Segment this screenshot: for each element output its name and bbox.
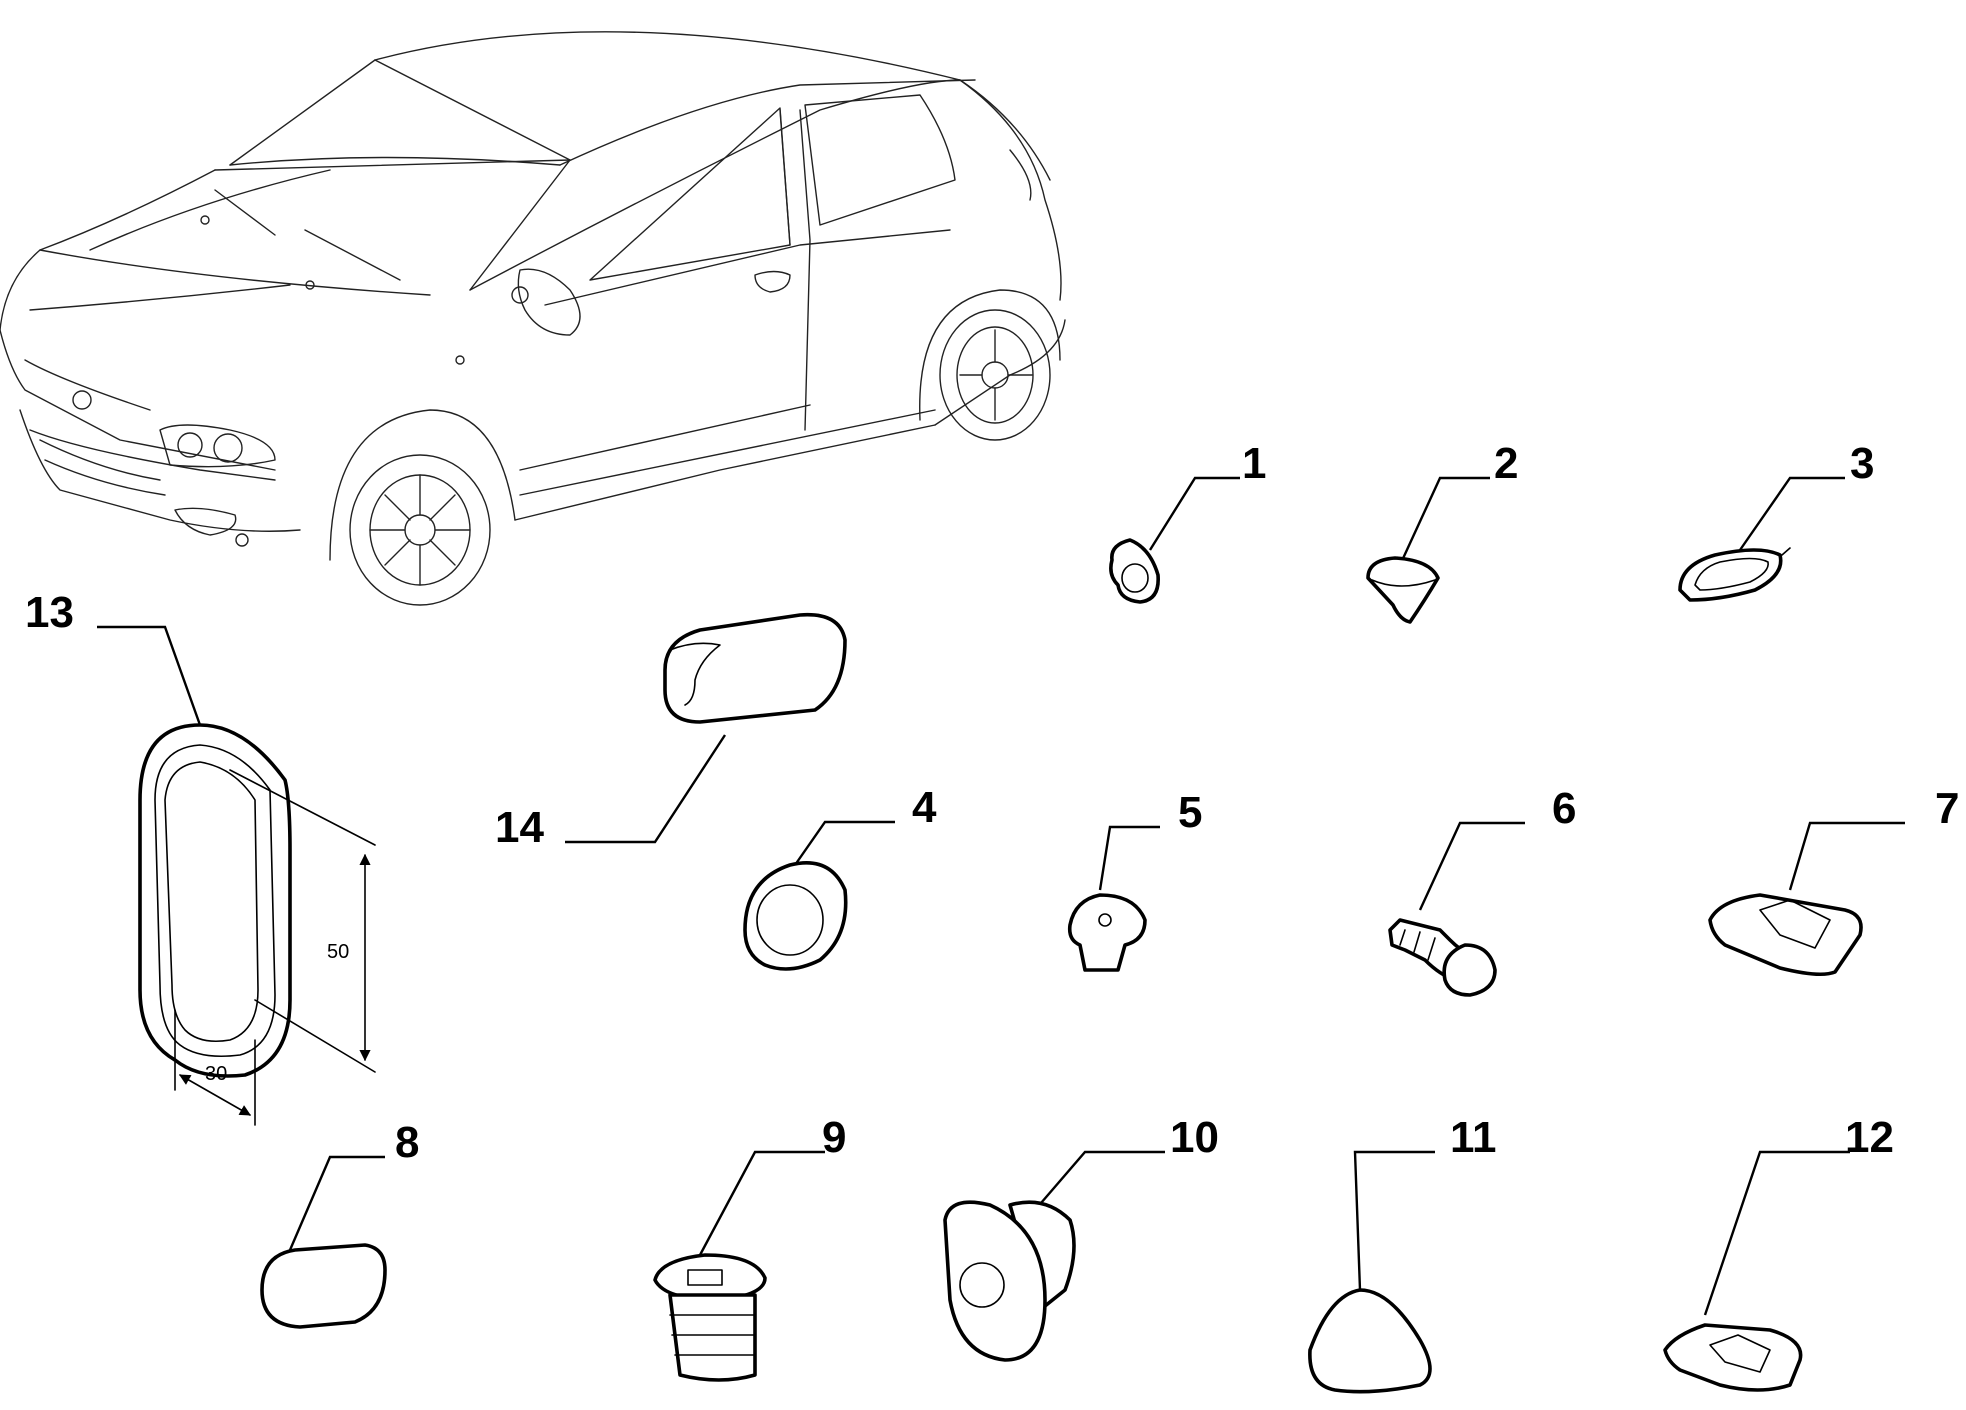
part-8: [260, 1155, 387, 1329]
part-10: [943, 1150, 1165, 1362]
width-dimension-label: 30: [205, 1063, 227, 1085]
part-6: [1388, 821, 1525, 997]
part-1: [1109, 476, 1240, 604]
part-14: [565, 612, 847, 844]
callout-9: 9: [822, 1113, 846, 1162]
part-13: 50 30: [97, 625, 376, 1126]
callout-11: 11: [1450, 1113, 1497, 1162]
callout-6: 6: [1552, 784, 1576, 833]
car-illustration: [0, 31, 1066, 606]
part-4: [743, 820, 895, 971]
callout-7: 7: [1935, 784, 1959, 833]
callout-13: 13: [25, 588, 74, 637]
callout-2: 2: [1494, 439, 1518, 488]
part-2: [1366, 476, 1490, 624]
callout-12: 12: [1845, 1113, 1894, 1162]
part-7: [1708, 821, 1905, 977]
callout-1: 1: [1242, 439, 1266, 488]
callout-10: 10: [1170, 1113, 1219, 1162]
callout-3: 3: [1850, 439, 1874, 488]
part-12: [1663, 1150, 1850, 1392]
callout-14: 14: [495, 803, 544, 852]
height-dimension-label: 50: [327, 941, 349, 963]
callout-5: 5: [1178, 788, 1202, 837]
part-3: [1678, 476, 1845, 602]
part-11: [1308, 1150, 1435, 1394]
callout-8: 8: [395, 1118, 419, 1167]
callout-4: 4: [912, 783, 937, 832]
part-5: [1067, 825, 1160, 972]
part-9: [653, 1150, 825, 1382]
